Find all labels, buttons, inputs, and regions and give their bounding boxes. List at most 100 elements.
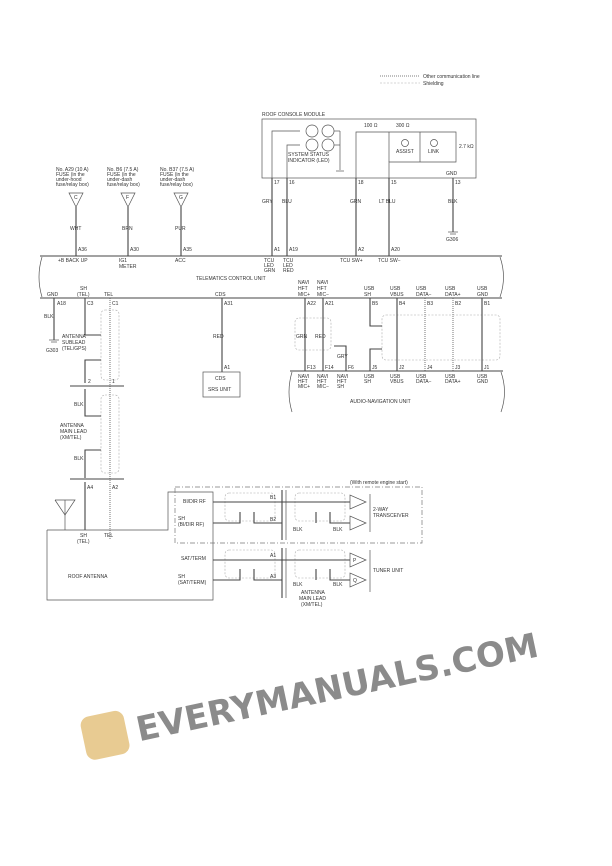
fuse-text: under-dash	[160, 177, 186, 183]
fuse-text: No. B6 (7.5 A)	[107, 167, 139, 173]
tuner-group: A1 A3 BLK BLK P Q TUNER UNIT ANTENNA MAI…	[213, 548, 403, 608]
terminal-label: SH	[80, 533, 87, 539]
terminal-label: SH	[80, 286, 87, 292]
pin-label: C3	[87, 301, 94, 307]
pin-label: A2	[358, 247, 364, 253]
watermark-text: EVERYMANUALS.COM	[133, 626, 542, 750]
wire-color: BLK	[448, 199, 458, 205]
wire-color: BLK	[74, 456, 84, 462]
wire-color: BRN	[122, 226, 133, 232]
terminal-label: USB	[445, 286, 456, 292]
pin-label: J1	[484, 365, 490, 371]
terminal-label: GND	[477, 379, 489, 385]
resistor-100-label: 100 Ω	[364, 123, 378, 129]
fuse-g: No. B37 (7.5 A) FUSE (in the under-dash …	[160, 167, 195, 264]
terminal-label: CDS	[215, 376, 226, 382]
led-label: SYSTEM STATUS	[288, 152, 330, 158]
pin-label: B5	[372, 301, 378, 307]
terminal-label: +B BACK UP	[58, 258, 88, 264]
ground-g303: BLK G303	[44, 298, 59, 354]
terminal-label: HFT	[337, 379, 347, 385]
terminal-label: SH	[337, 384, 344, 390]
wire-color: GRN	[350, 199, 362, 205]
transceiver-label: 2-WAY	[373, 507, 389, 513]
terminal-label: HFT	[317, 379, 327, 385]
fuse-f: No. B6 (7.5 A) FUSE (in the under-dash f…	[107, 167, 140, 270]
terminal-label: HFT	[317, 286, 327, 292]
remote-note: (With remote engine start)	[350, 480, 408, 486]
pin-label: B3	[427, 301, 433, 307]
wire-color: BLK	[44, 314, 54, 320]
pin-label: A35	[183, 247, 192, 253]
lead-label: ANTENNA	[301, 590, 326, 596]
terminal-label: DATA−	[416, 292, 432, 298]
pin-label: A3	[270, 574, 276, 580]
terminal-label: (TEL)	[77, 292, 90, 298]
fuse-text: No. A29 (10 A)	[56, 167, 89, 173]
remote-engine-start-group: (With remote engine start) B1 B2 BLK BLK…	[174, 480, 423, 544]
pin-label: 16	[289, 180, 295, 186]
amplifier-icon	[349, 515, 367, 531]
pin-label: J4	[427, 365, 433, 371]
audio-navigation-unit: F13 F14 F6 J5 J2 J4 J3 J1 NAVI HFT MIC+ …	[288, 365, 505, 413]
terminal-label: SH	[178, 516, 185, 522]
terminal-label: (SAT/TERM)	[178, 580, 207, 586]
gnd-label: GND	[446, 171, 458, 177]
pin-label: B2	[270, 517, 276, 523]
terminal-label: IG1	[119, 258, 127, 264]
terminal-label: MIC−	[317, 384, 329, 390]
pin-label: 1	[112, 379, 115, 385]
pin-label: J3	[455, 365, 461, 371]
wire-color: RED	[315, 334, 326, 340]
assist-label: ASSIST	[396, 149, 414, 155]
terminal-label: DATA−	[416, 379, 432, 385]
wire-color: BLK	[293, 582, 303, 588]
terminal-label: HFT	[298, 286, 308, 292]
roof-console-title: ROOF CONSOLE MODULE	[262, 112, 326, 118]
lead-label: ANTENNA	[62, 334, 87, 340]
wire-color: BLK	[333, 582, 343, 588]
pin-label: A2	[112, 485, 118, 491]
terminal-label: USB	[477, 374, 488, 380]
console-wires: GRY BLU GRN LT BLU BLK G306	[262, 178, 458, 256]
terminal-label: VBUS	[390, 379, 404, 385]
telematics-control-unit: TELEMATICS CONTROL UNIT A1 A19 A2 A20 TC…	[38, 247, 504, 307]
resistor-2k7-label: 2.7 kΩ	[459, 144, 474, 150]
pin-label: 17	[274, 180, 280, 186]
terminal-label: RED	[283, 268, 294, 274]
terminal-label: TCU SW+	[340, 258, 363, 264]
ground-label: G303	[46, 348, 58, 354]
pin-label: F14	[325, 365, 334, 371]
fuse-text: under-hood	[56, 177, 82, 183]
wire-color: WHT	[70, 226, 81, 232]
transceiver-label: TRANSCEIVER	[373, 513, 409, 519]
terminal-label: CDS	[215, 292, 226, 298]
pin-label: 2	[88, 379, 91, 385]
fuse-text: FUSE (in the	[56, 172, 85, 178]
legend-comm-line: Other communication line	[423, 74, 480, 80]
wire-color: GRN	[296, 334, 308, 340]
terminal-label: MIC+	[298, 292, 310, 298]
fuse-text: No. B37 (7.5 A)	[160, 167, 195, 173]
assist-button-icon	[401, 139, 409, 147]
pin-label: A22	[307, 301, 316, 307]
wire-color: GRY	[337, 354, 348, 360]
wire-color: BLK	[293, 527, 303, 533]
terminal-label: NAVI	[337, 374, 348, 380]
terminal-label: NAVI	[298, 280, 309, 286]
terminal-label: USB	[364, 374, 375, 380]
srs-unit: RED A1 CDS SRS UNIT	[202, 298, 241, 398]
terminal-label: (BI/DIR RF)	[178, 522, 204, 528]
terminal-label: USB	[390, 286, 401, 292]
terminal-label: BI/DIR RF	[183, 499, 206, 505]
terminal-label: DATA+	[445, 379, 461, 385]
pin-label: B1	[484, 301, 490, 307]
terminal-label: MIC+	[298, 384, 310, 390]
amplifier-icon	[349, 572, 367, 588]
terminal-label: SH	[364, 292, 371, 298]
audio-nav-title: AUDIO-NAVIGATION UNIT	[350, 399, 411, 405]
lead-label: ANTENNA	[60, 423, 85, 429]
terminal-label: MIC−	[317, 292, 329, 298]
terminal-label: USB	[390, 374, 401, 380]
